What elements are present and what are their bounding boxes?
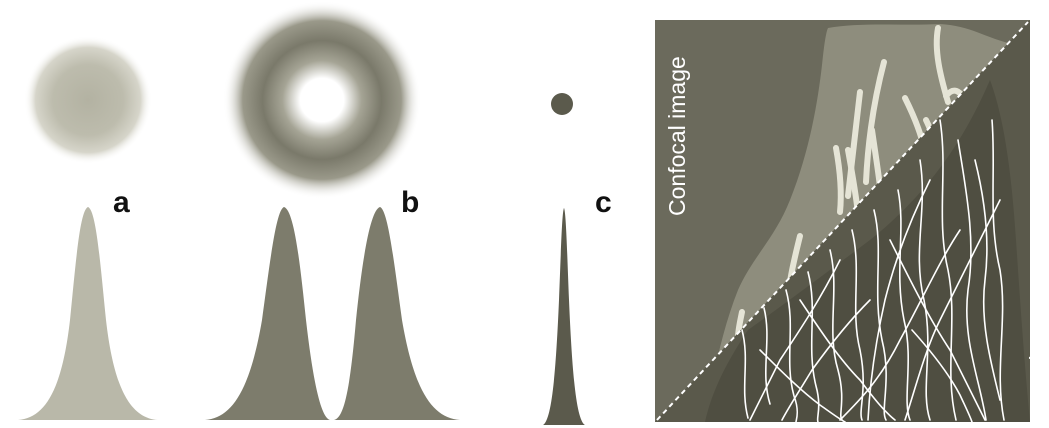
diagonal-divider bbox=[656, 21, 1029, 421]
gaussian-profile-a bbox=[18, 207, 158, 420]
sted-spot-icon bbox=[551, 93, 573, 115]
panel-label-a: a bbox=[113, 186, 130, 219]
panel-label-c: c bbox=[595, 186, 612, 219]
confocal-spot-icon bbox=[24, 36, 152, 164]
donut-profile-left-peak bbox=[205, 207, 330, 420]
panel-a: a bbox=[18, 36, 158, 420]
sted-peak-profile bbox=[543, 208, 585, 425]
confocal-image-label: Confocal image bbox=[664, 56, 690, 216]
sted-fibers bbox=[741, 119, 1005, 422]
sted-cell-region bbox=[705, 80, 1030, 422]
panel-c: c bbox=[543, 93, 612, 425]
donut-spot-icon bbox=[223, 1, 421, 199]
panel-label-b: b bbox=[401, 186, 419, 219]
donut-profile-right-peak bbox=[334, 207, 460, 420]
confocal-vs-sted-panel: Confocal image bbox=[655, 20, 1049, 422]
panel-b: b bbox=[205, 1, 460, 420]
gated-sted-label: Gated STED bbox=[1025, 288, 1049, 418]
